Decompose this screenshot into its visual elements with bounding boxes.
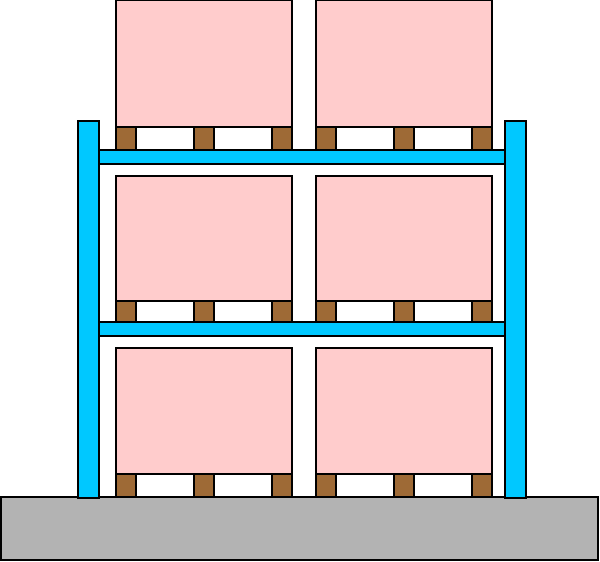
pallet-load	[315, 175, 493, 323]
pallet-block	[115, 300, 137, 323]
cargo-box	[315, 0, 493, 128]
pallet-block	[393, 300, 415, 323]
right-upright	[504, 120, 527, 499]
pallet-block	[271, 300, 293, 323]
pallet-block	[115, 126, 137, 151]
pallet-block	[471, 473, 493, 498]
pallet-load	[315, 347, 493, 498]
cargo-box	[115, 347, 293, 475]
pallet-block	[315, 126, 337, 151]
cargo-box	[115, 175, 293, 302]
left-upright	[77, 120, 100, 499]
pallet-block	[315, 473, 337, 498]
pallet-load	[315, 0, 493, 151]
pallet-block	[271, 126, 293, 151]
rack-beam	[98, 321, 506, 337]
pallet-block	[315, 300, 337, 323]
pallet-block	[115, 473, 137, 498]
pallet-block	[271, 473, 293, 498]
pallet-block	[393, 126, 415, 151]
pallet-block	[193, 126, 215, 151]
pallet-load	[115, 347, 293, 498]
pallet-block	[471, 126, 493, 151]
pallet-block	[471, 300, 493, 323]
floor	[0, 496, 599, 561]
pallet-block	[193, 473, 215, 498]
cargo-box	[115, 0, 293, 128]
pallet-block	[193, 300, 215, 323]
pallet-block	[393, 473, 415, 498]
cargo-box	[315, 175, 493, 302]
pallet-load	[115, 0, 293, 151]
cargo-box	[315, 347, 493, 475]
pallet-load	[115, 175, 293, 323]
rack-beam	[98, 149, 506, 165]
